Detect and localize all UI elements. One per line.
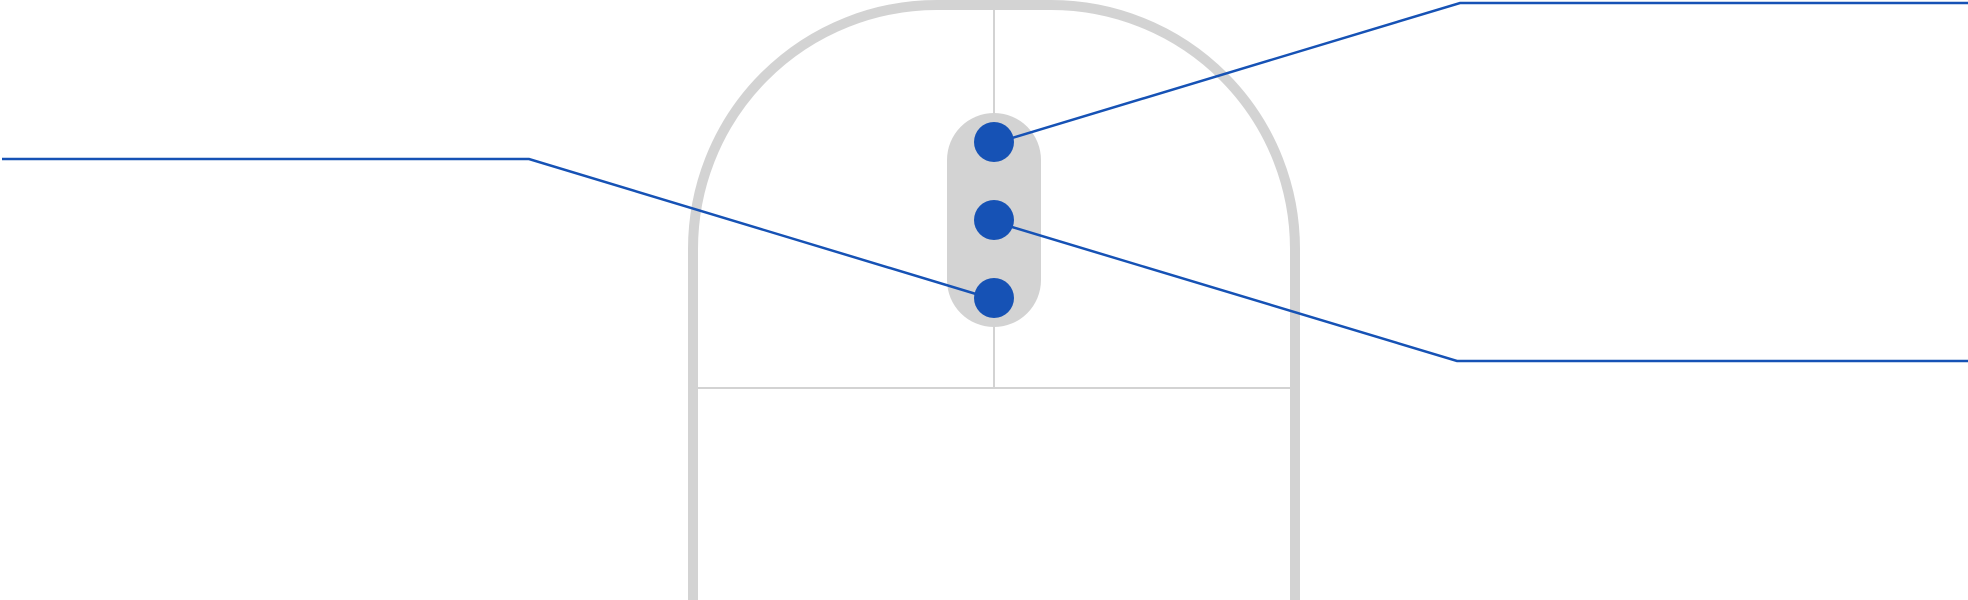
mouse-body-outline bbox=[687, 0, 1301, 600]
callout-line-bottom bbox=[2, 157, 977, 296]
callout-line-top bbox=[1011, 1, 1968, 140]
bottom-button[interactable] bbox=[974, 278, 1014, 318]
top-button[interactable] bbox=[974, 122, 1014, 162]
callout-line-middle bbox=[1011, 225, 1968, 363]
middle-button[interactable] bbox=[974, 200, 1014, 240]
